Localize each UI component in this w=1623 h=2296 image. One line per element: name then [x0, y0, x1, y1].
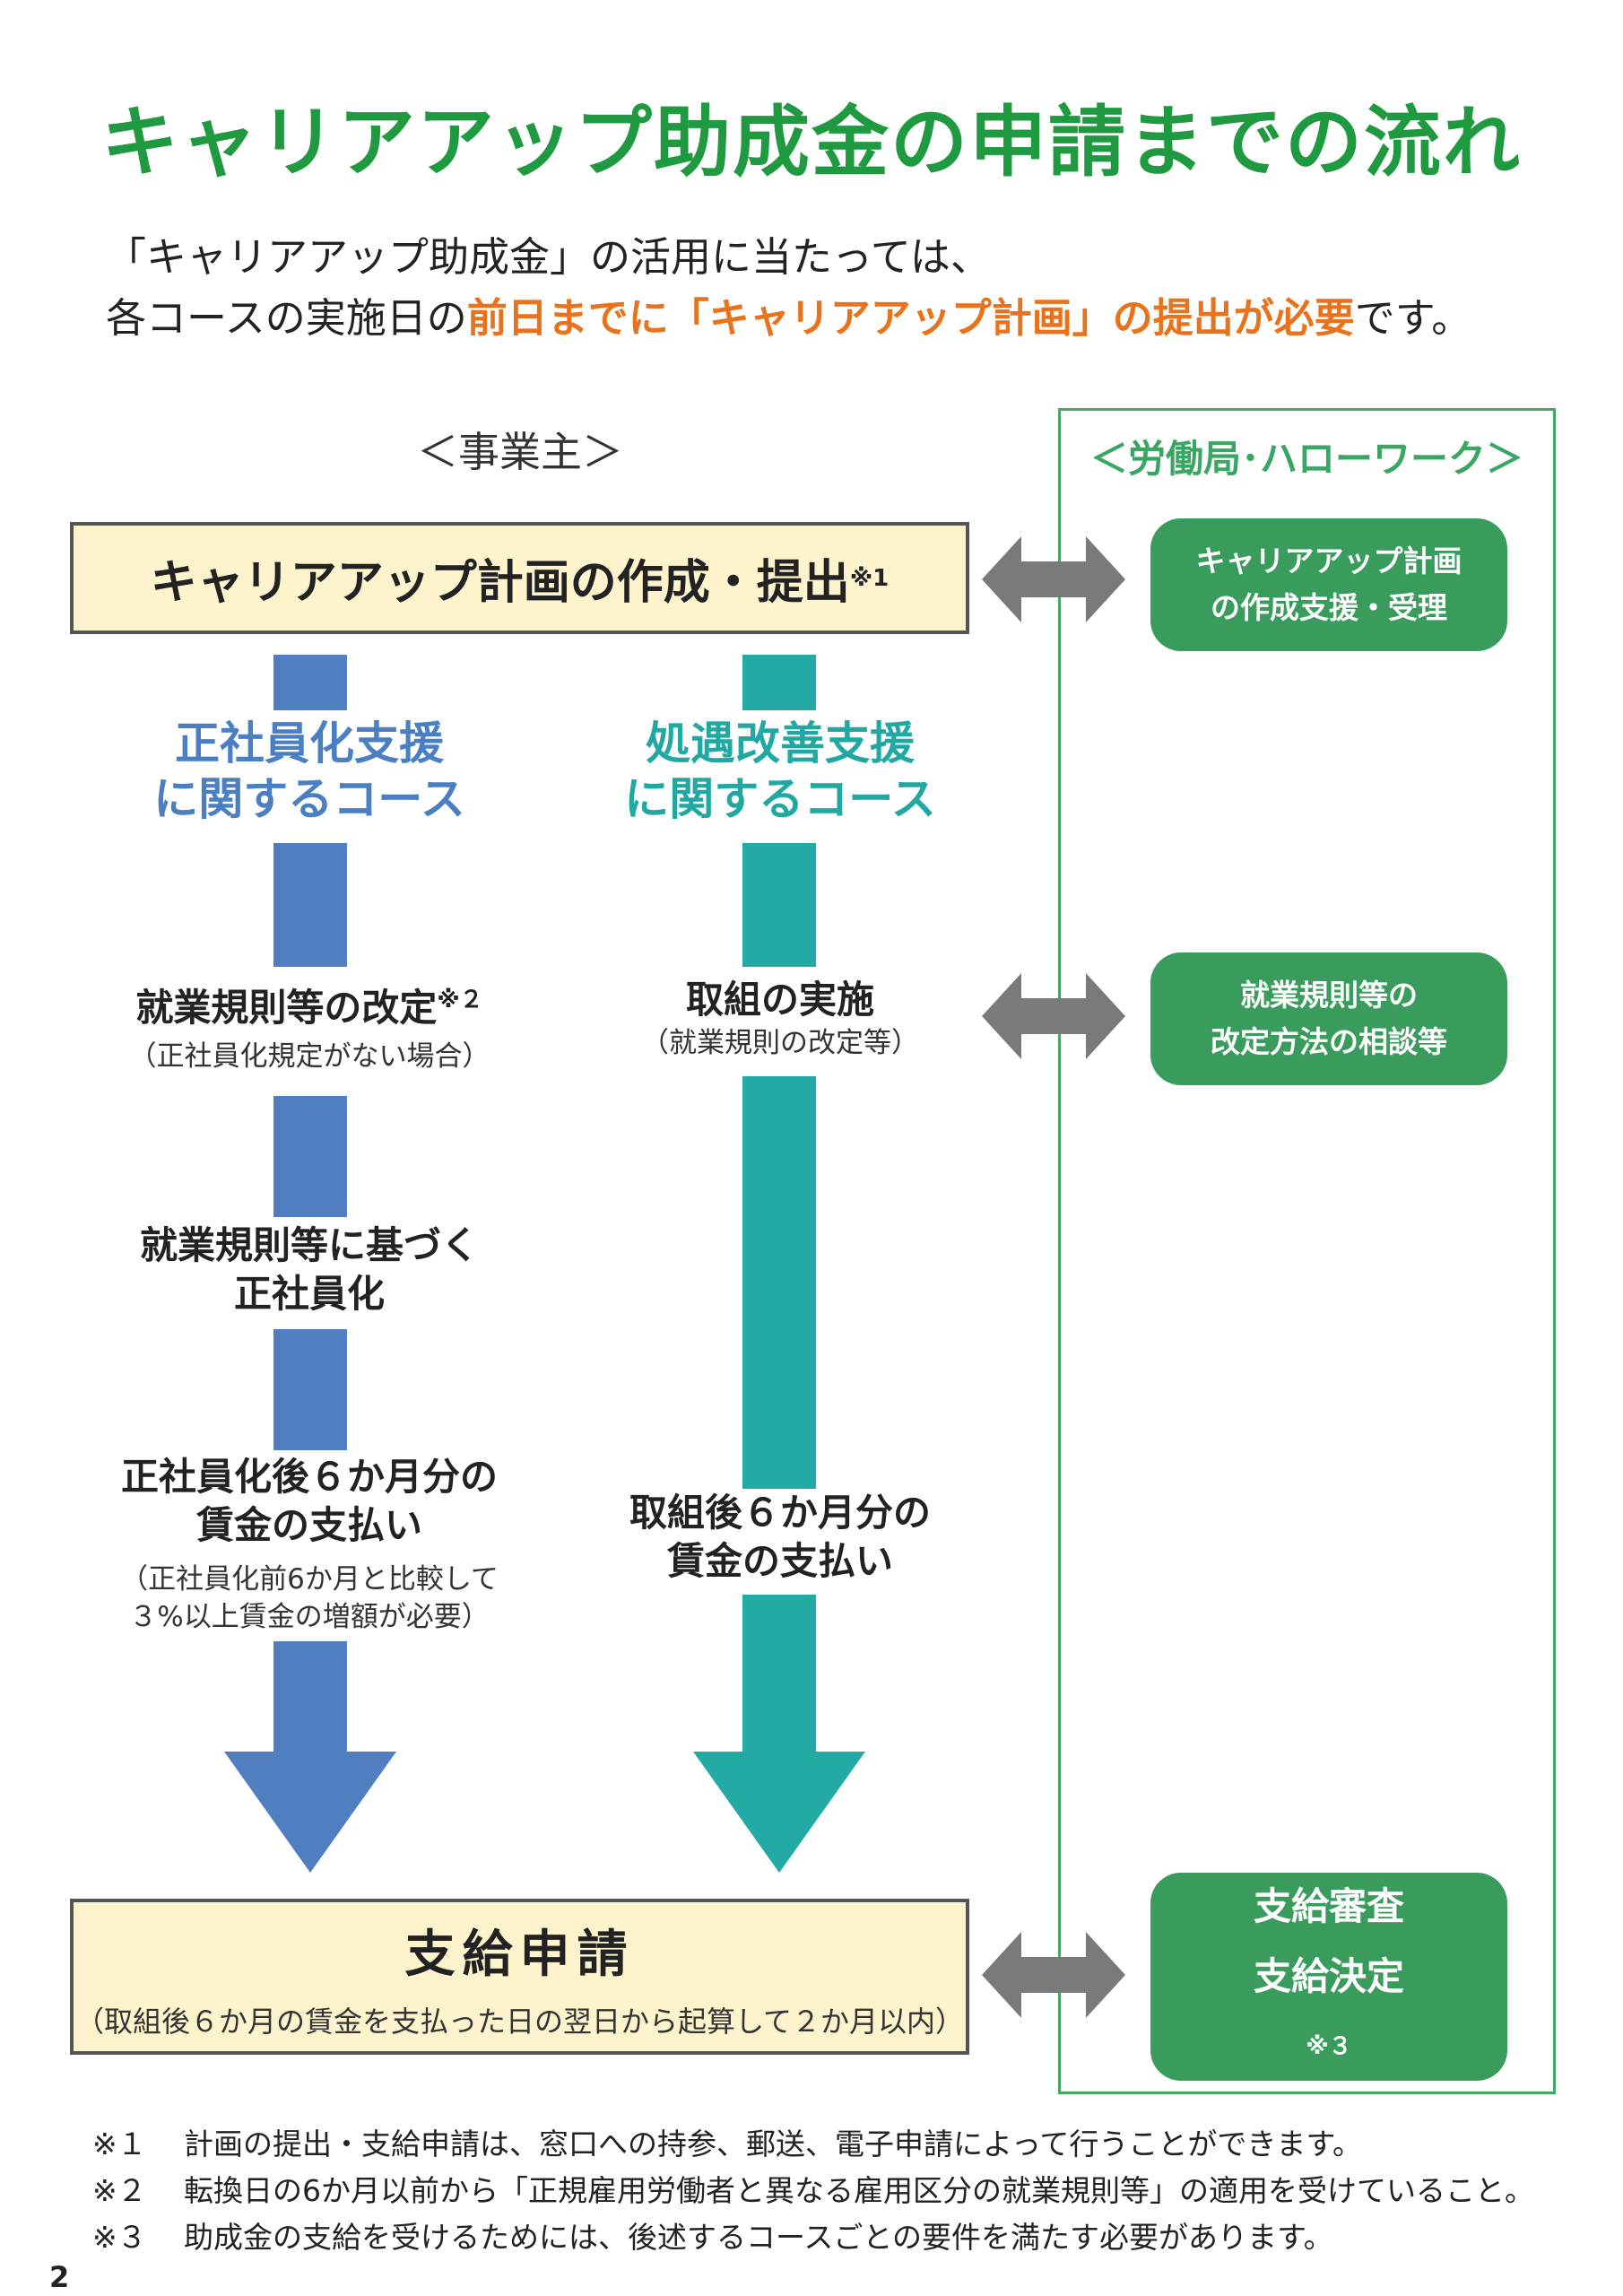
- teal-flow-bar-2: [742, 843, 816, 967]
- footnote-1: ※１ 計画の提出・支給申請は、窓口への持参、郵送、電子申請によって行うことができ…: [92, 2121, 1534, 2168]
- course-regular-title: 正社員化支援 に関するコース: [126, 716, 493, 827]
- apply-box-note: （取組後６か月の賃金を支払った日の翌日から起算して２か月以内）: [74, 2004, 965, 2039]
- step-implementation-note: （就業規則の改定等）: [641, 1027, 919, 1059]
- footnote-3: ※３ 助成金の支給を受けるためには、後述するコースごとの要件を満たす必要がありま…: [92, 2214, 1534, 2261]
- office-plan-support-line1: キャリアアップ計画: [1195, 544, 1462, 578]
- office-payment-review-mark: ※３: [1306, 2033, 1352, 2060]
- apply-box-title: 支給申請: [404, 1925, 635, 1984]
- step-treatment-wages-line1: 取組後６か月分の: [629, 1491, 931, 1535]
- footnote-2-text: 転換日の6か月以前から「正規雇用労働者と異なる雇用区分の就業規則等」の適用を受け…: [184, 2173, 1534, 2208]
- course-treatment-line1: 処遇改善支援: [646, 718, 915, 770]
- footnote-1-text: 計画の提出・支給申請は、窓口への持参、郵送、電子申請によって行うことができます。: [184, 2126, 1363, 2161]
- office-plan-support-line2: の作成支援・受理: [1211, 590, 1447, 625]
- intro-line-2: 各コースの実施日の前日までに「キャリアアップ計画」の提出が必要です。: [106, 285, 1471, 344]
- office-rules-consult-line1: 就業規則等の: [1240, 978, 1418, 1013]
- step-conversion-line1: 就業規則等に基づく: [139, 1223, 479, 1267]
- blue-flow-bar-3: [273, 1096, 347, 1217]
- office-rules-consult: 就業規則等の 改定方法の相談等: [1150, 952, 1507, 1085]
- teal-flow-bar-4: [742, 1595, 816, 1753]
- blue-flow-bar-4: [273, 1329, 347, 1450]
- teal-flow-bar-3: [742, 1076, 816, 1489]
- teal-arrow-head: [693, 1752, 865, 1873]
- step-regular-wages: 正社員化後６か月分の 賃金の支払い: [72, 1453, 547, 1550]
- step-regular-wages-line1: 正社員化後６か月分の: [120, 1455, 498, 1499]
- office-payment-review-line2-wrap: 支給決定 ※３: [1254, 1942, 1404, 2082]
- office-payment-review-line2: 支給決定: [1253, 1954, 1404, 1998]
- office-plan-support: キャリアアップ計画 の作成支援・受理: [1150, 518, 1507, 651]
- blue-flow-bar-2: [273, 843, 347, 967]
- blue-arrow-head: [224, 1752, 396, 1873]
- course-treatment-title: 処遇改善支援 に関するコース: [596, 716, 964, 827]
- intro-line-1: 「キャリアアップ助成金」の活用に当たっては、: [106, 233, 991, 281]
- office-payment-review-line1: 支給審査: [1253, 1884, 1404, 1928]
- double-arrow-icon: [982, 973, 1125, 1059]
- step-rules-revision-note: （正社員化規定がない場合）: [128, 1040, 490, 1073]
- step-rules-revision: 就業規則等の改定※２: [72, 976, 547, 1032]
- intro-highlight: 前日までに「キャリアアップ計画」の提出が必要: [466, 294, 1355, 342]
- course-regular-line1: 正社員化支援: [175, 718, 444, 770]
- footnote-1-mark: ※１: [92, 2126, 147, 2161]
- step-regular-wages-note2: ３%以上賃金の増額が必要）: [129, 1601, 490, 1633]
- teal-flow-bar-1: [742, 655, 816, 710]
- step-regular-wages-note: （正社員化前6か月と比較して ３%以上賃金の増額が必要）: [72, 1561, 547, 1636]
- footnote-3-text: 助成金の支給を受けるためには、後述するコースごとの要件を満たす必要があります。: [184, 2220, 1333, 2255]
- office-rules-consult-line2: 改定方法の相談等: [1211, 1024, 1447, 1059]
- intro-line-2-post: です。: [1354, 294, 1472, 342]
- footnote-3-mark: ※３: [92, 2220, 147, 2255]
- step-rules-revision-label: 就業規則等の改定: [135, 986, 438, 1030]
- step-regular-wages-note1: （正社員化前6か月と比較して: [120, 1563, 499, 1596]
- step-regular-wages-line2: 賃金の支払い: [195, 1503, 422, 1547]
- step-conversion-line2: 正社員化: [233, 1272, 385, 1316]
- double-arrow-icon: [982, 1932, 1125, 2018]
- course-treatment-line2: に関するコース: [624, 773, 936, 825]
- office-panel: [1058, 408, 1556, 2094]
- payment-application-box: 支給申請 （取組後６か月の賃金を支払った日の翌日から起算して２か月以内）: [70, 1899, 969, 2055]
- plan-submission-box: キャリアアップ計画の作成・提出※1: [70, 522, 969, 634]
- plan-box-label: キャリアアップ計画の作成・提出: [150, 556, 850, 610]
- step-implementation: 取組の実施: [685, 978, 874, 1022]
- step-treatment-wages-line2: 賃金の支払い: [666, 1539, 893, 1583]
- page-number: 2: [49, 2260, 70, 2294]
- step-rules-revision-mark: ※２: [437, 987, 483, 1013]
- blue-flow-bar-1: [273, 655, 347, 710]
- page-title: キャリアアップ助成金の申請までの流れ: [101, 98, 1522, 187]
- plan-box-mark: ※1: [849, 564, 890, 592]
- footnote-2: ※２ 転換日の6か月以前から「正規雇用労働者と異なる雇用区分の就業規則等」の適用…: [92, 2168, 1534, 2214]
- step-treatment-wages: 取組後６か月分の 賃金の支払い: [547, 1489, 1013, 1586]
- step-conversion: 就業規則等に基づく 正社員化: [72, 1222, 547, 1318]
- office-payment-review: 支給審査 支給決定 ※３: [1150, 1873, 1507, 2081]
- employer-header: ＜事業主＞: [417, 428, 623, 476]
- double-arrow-icon: [982, 536, 1125, 622]
- office-header: ＜労働局･ハローワーク＞: [1089, 437, 1523, 481]
- footnote-2-mark: ※２: [92, 2173, 147, 2208]
- footnotes: ※１ 計画の提出・支給申請は、窓口への持参、郵送、電子申請によって行うことができ…: [92, 2121, 1534, 2261]
- course-regular-line2: に関するコース: [153, 773, 465, 825]
- blue-flow-bar-5: [273, 1641, 347, 1753]
- intro-line-2-pre: 各コースの実施日の: [106, 294, 467, 342]
